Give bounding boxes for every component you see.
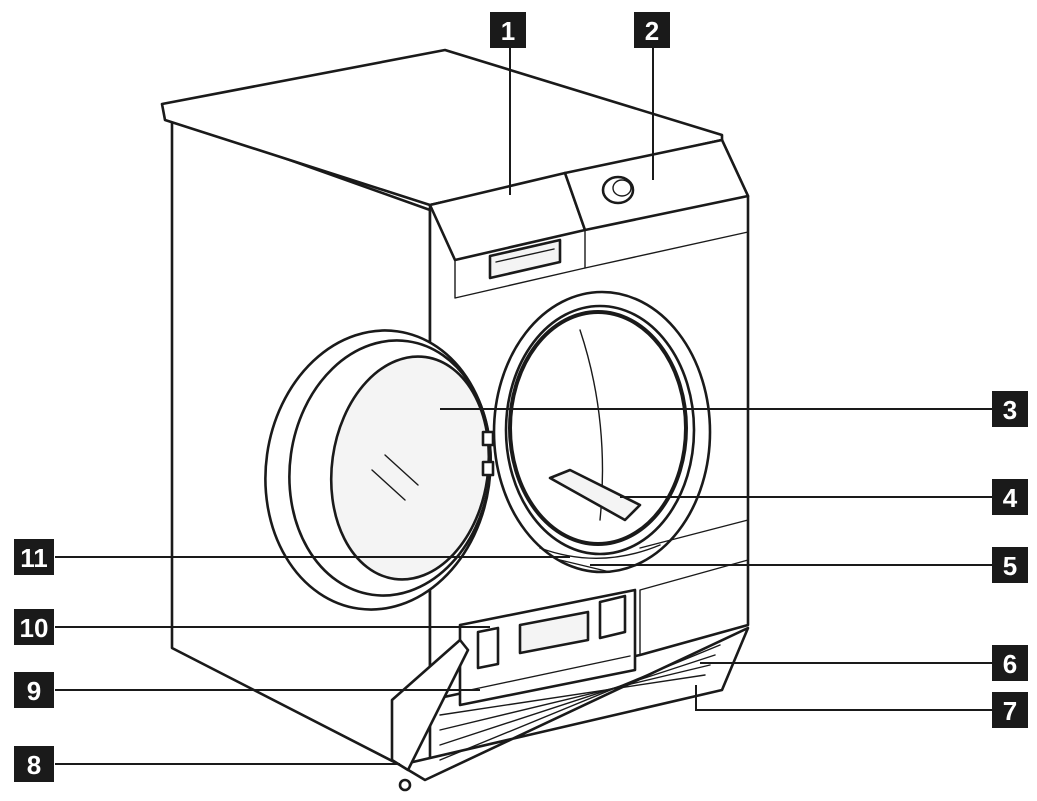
locking-lever-left bbox=[476, 626, 500, 670]
callout-5: 5 bbox=[992, 547, 1028, 583]
callout-7: 7 bbox=[992, 692, 1028, 728]
glass-reflection-2 bbox=[384, 454, 419, 486]
program-selector-knob bbox=[601, 175, 635, 205]
compartment-lower-edge bbox=[469, 655, 631, 691]
open-door bbox=[264, 329, 495, 611]
callout-2: 2 bbox=[634, 12, 670, 48]
top-edge-line bbox=[164, 119, 431, 206]
fluff-filter-edge bbox=[539, 544, 661, 559]
callout-10: 10 bbox=[14, 609, 54, 645]
callout-4-label: 4 bbox=[1003, 483, 1018, 513]
door-glass bbox=[329, 355, 491, 581]
control-panel bbox=[428, 138, 750, 299]
door-hinge-bottom bbox=[481, 460, 495, 477]
lower-front bbox=[390, 519, 750, 792]
callout-3: 3 bbox=[992, 391, 1028, 427]
callout-11-label: 11 bbox=[20, 543, 48, 573]
door-hinge-top bbox=[481, 430, 495, 447]
drum-opening bbox=[492, 290, 712, 574]
callout-2-label: 2 bbox=[645, 16, 659, 46]
callout-3-label: 3 bbox=[1003, 395, 1017, 425]
callout-1: 1 bbox=[490, 12, 526, 48]
callout-9-label: 9 bbox=[27, 676, 41, 706]
callout-6-label: 6 bbox=[1003, 649, 1017, 679]
flap-vent-2 bbox=[439, 654, 716, 746]
drum-rim bbox=[508, 310, 688, 546]
door-seal-inner bbox=[504, 304, 696, 556]
callout-11: 11 bbox=[14, 539, 54, 575]
leader-lines bbox=[55, 48, 992, 765]
program-selector-knob-inner bbox=[612, 179, 632, 197]
locking-lever-right bbox=[598, 594, 627, 640]
leader-7 bbox=[695, 685, 992, 711]
flap-vent-3 bbox=[439, 664, 711, 731]
flap-vent-4 bbox=[439, 674, 706, 716]
maintenance-flap-side bbox=[390, 638, 470, 772]
drawer-handle-line bbox=[495, 248, 555, 263]
callout-4: 4 bbox=[992, 479, 1028, 515]
callout-5-label: 5 bbox=[1003, 551, 1017, 581]
control-panel-front-right bbox=[584, 231, 749, 269]
drum-paddle bbox=[548, 468, 642, 522]
control-panel-front-left bbox=[454, 229, 586, 299]
control-panel-right bbox=[563, 138, 750, 232]
filter-slot bbox=[559, 559, 611, 573]
callout-10-label: 10 bbox=[20, 613, 49, 643]
glass-reflection-1 bbox=[371, 469, 406, 501]
water-container-drawer bbox=[488, 238, 562, 280]
heat-exchanger-window bbox=[518, 610, 590, 655]
flap-vent-1 bbox=[439, 644, 721, 761]
callout-6: 6 bbox=[992, 645, 1028, 681]
callout-8-label: 8 bbox=[27, 750, 41, 780]
callout-1-label: 1 bbox=[501, 16, 515, 46]
callout-9: 9 bbox=[14, 672, 54, 708]
front-lower-seam bbox=[639, 519, 749, 549]
callout-8: 8 bbox=[14, 746, 54, 782]
flap-hinge bbox=[398, 778, 412, 792]
callout-7-label: 7 bbox=[1003, 696, 1017, 726]
plinth-edge bbox=[639, 559, 749, 656]
